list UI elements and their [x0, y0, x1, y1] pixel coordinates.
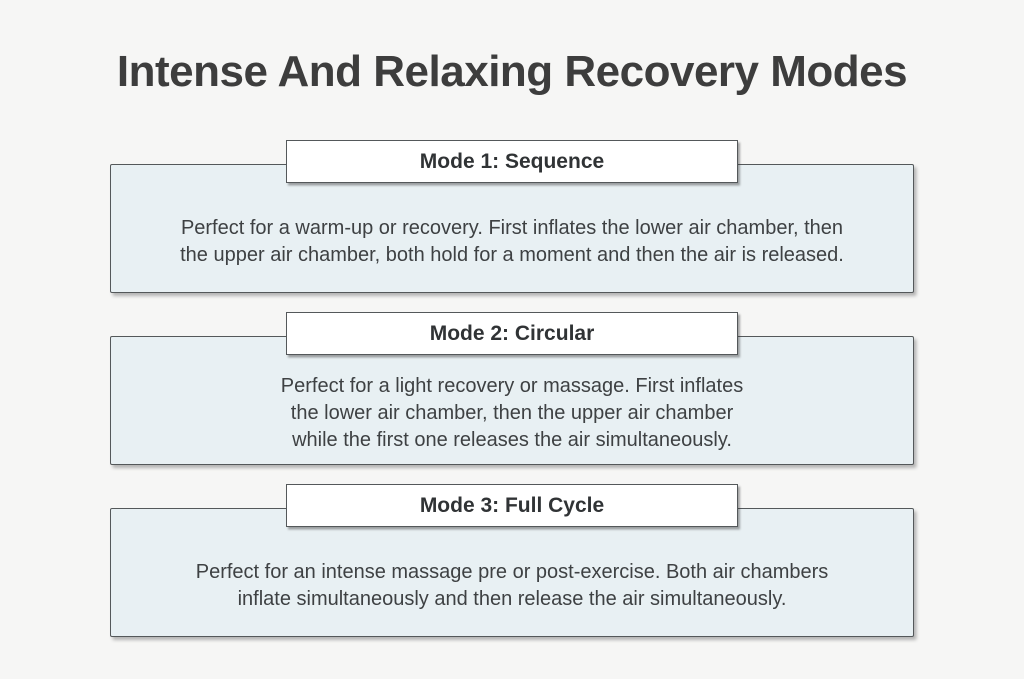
mode-body-panel: Perfect for a light recovery or massage.… [110, 336, 914, 465]
mode-header-label: Mode 1: Sequence [419, 149, 605, 173]
mode-header-label: Mode 3: Full Cycle [419, 493, 605, 517]
mode-card-full-cycle: Mode 3: Full Cycle Perfect for an intens… [110, 484, 914, 637]
mode-body-panel: Perfect for a warm-up or recovery. First… [110, 164, 914, 293]
mode-card-circular: Mode 2: Circular Perfect for a light rec… [110, 312, 914, 465]
mode-body-panel: Perfect for an intense massage pre or po… [110, 508, 914, 637]
mode-header-tab: Mode 1: Sequence [286, 140, 738, 183]
mode-description: Perfect for an intense massage pre or po… [195, 560, 829, 610]
mode-description: Perfect for a light recovery or massage.… [280, 375, 744, 451]
mode-card-sequence: Mode 1: Sequence Perfect for a warm-up o… [110, 140, 914, 293]
mode-description: Perfect for a warm-up or recovery. First… [180, 216, 844, 266]
page-title: Intense And Relaxing Recovery Modes [116, 47, 908, 96]
mode-header-tab: Mode 2: Circular [286, 312, 738, 355]
mode-card-list: Mode 1: Sequence Perfect for a warm-up o… [0, 140, 1024, 637]
mode-header-tab: Mode 3: Full Cycle [286, 484, 738, 527]
mode-header-label: Mode 2: Circular [429, 321, 595, 345]
